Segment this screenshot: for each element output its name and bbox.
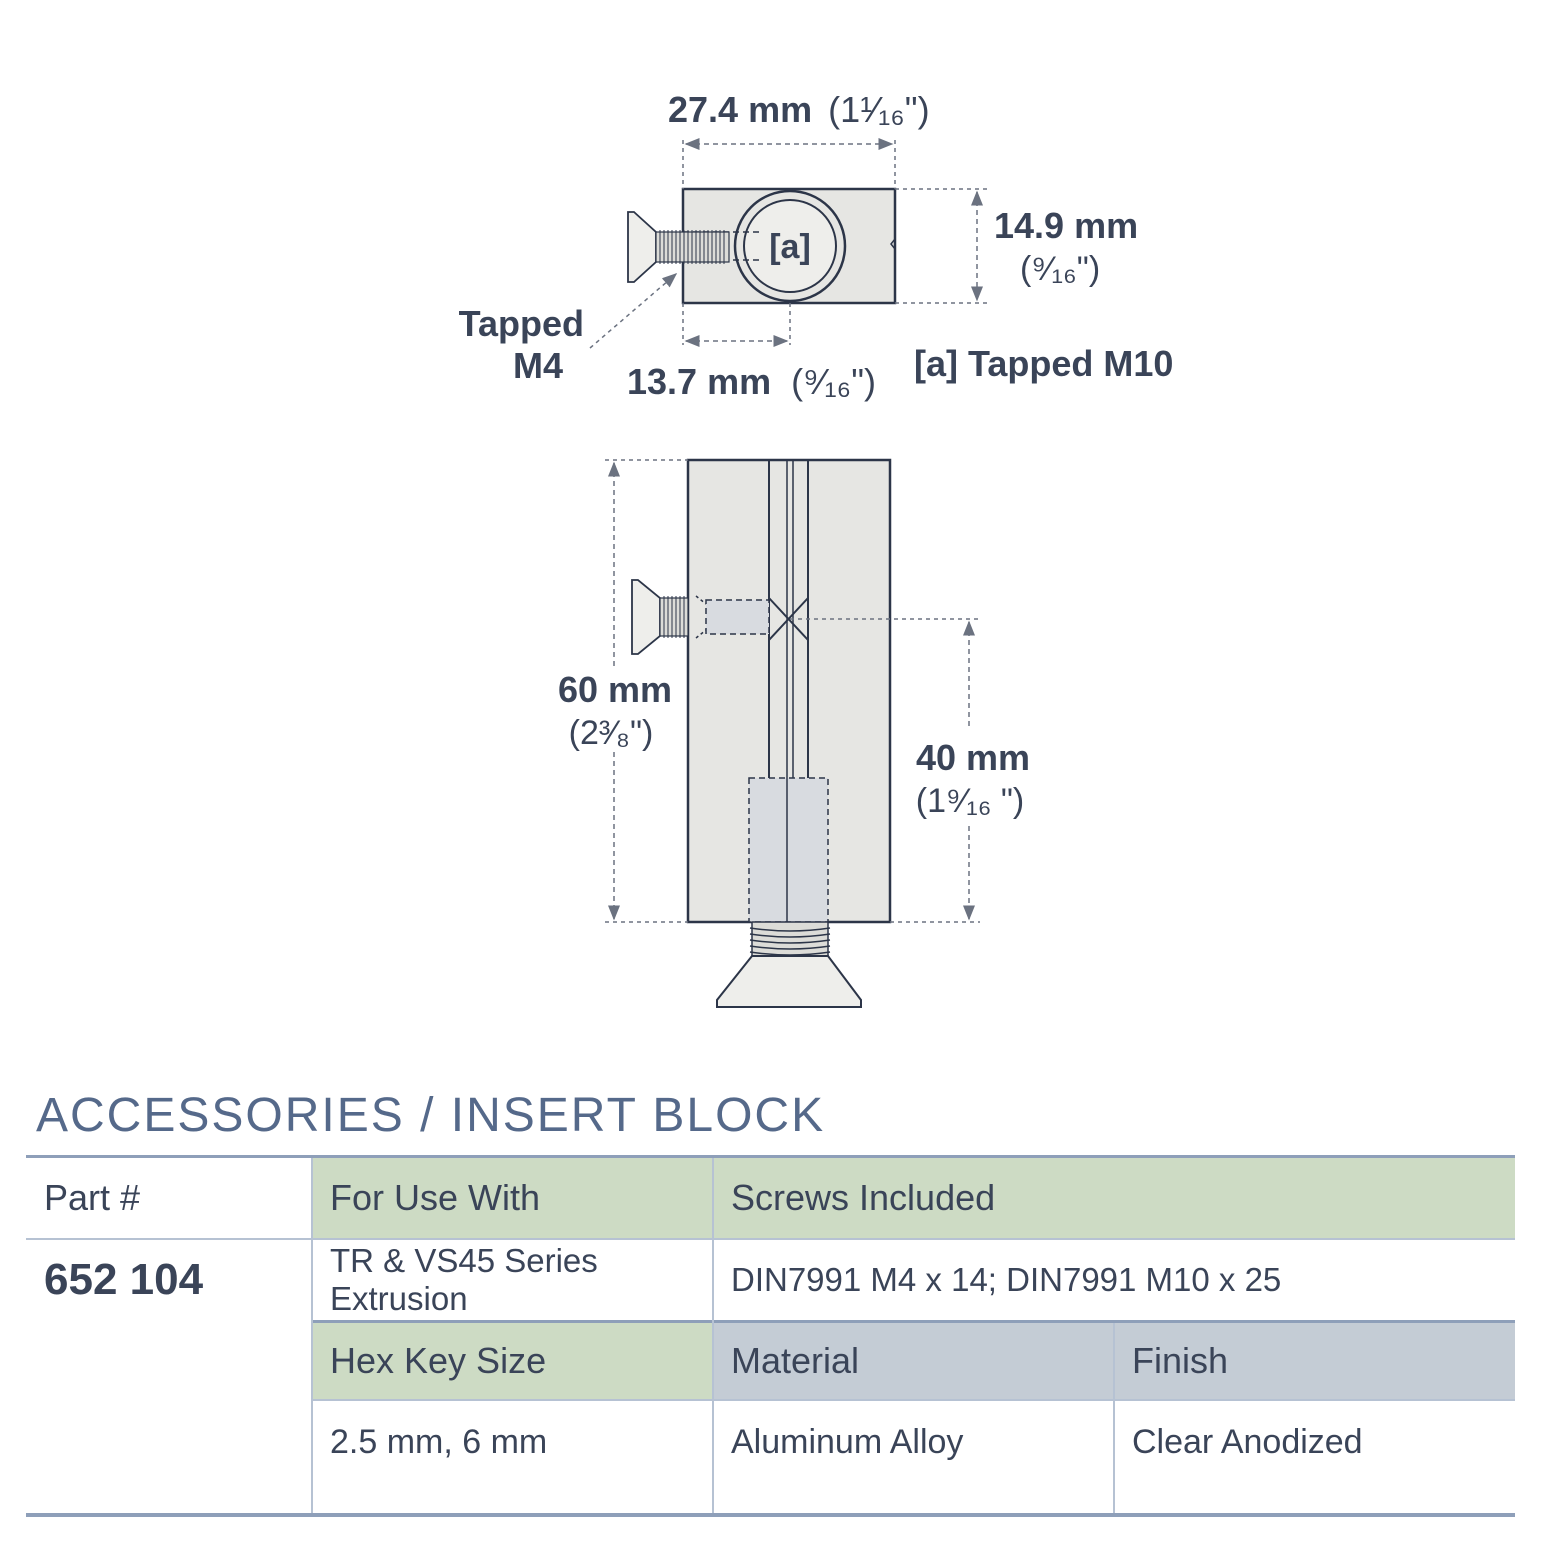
material-header: Material [713, 1323, 1113, 1399]
col-divider [712, 1158, 714, 1513]
insert-block-drawing: [a] 27.4 mm (1¹⁄₁₆") [459, 89, 1174, 1008]
top-view: [a] 27.4 mm (1¹⁄₁₆") [459, 89, 1174, 402]
tapped-m10-note: [a] Tapped M10 [914, 343, 1173, 384]
for-use-with-value: TR & VS45 Series Extrusion [330, 1242, 598, 1317]
side-view: 60 mm (2³⁄₈") 40 mm (1⁹⁄₁₆ ") [558, 458, 1030, 1008]
tapped-m4-label-line1: Tapped [459, 303, 584, 344]
screws-header: Screws Included [713, 1158, 1515, 1238]
screws-value: DIN7991 M4 x 14; DIN7991 M10 x 25 [731, 1261, 1282, 1298]
for-use-with-header: For Use With [312, 1158, 712, 1238]
m4-screw-top [627, 211, 730, 283]
part-number: 652 104 [44, 1255, 204, 1304]
spec-table: Part # For Use With Screws Included 652 … [26, 1155, 1515, 1520]
hole-marker: [a] [769, 228, 811, 266]
col-divider [1113, 1323, 1115, 1513]
hole-depth-fraction: (1⁹⁄₁₆ ") [916, 782, 1025, 820]
row-divider [26, 1238, 1515, 1240]
m10-screw [716, 921, 862, 1008]
finish-header: Finish [1114, 1323, 1515, 1399]
tapped-m4-label-line2: M4 [513, 345, 563, 386]
section-title: ACCESSORIES / INSERT BLOCK [36, 1089, 826, 1142]
length-fraction: (2³⁄₈") [569, 714, 654, 752]
height-fraction: (⁹⁄₁₆") [1020, 250, 1100, 288]
hex-key-header: Hex Key Size [312, 1323, 712, 1399]
part-header: Part # [44, 1177, 141, 1218]
m10-hole-inner [743, 199, 837, 293]
hex-key-value: 2.5 mm, 6 mm [330, 1423, 548, 1461]
material-value: Aluminum Alloy [731, 1423, 964, 1461]
table-top-rule [26, 1155, 1515, 1158]
m4-screw-side [631, 579, 689, 655]
finish-value: Clear Anodized [1132, 1423, 1363, 1461]
height-label: 14.9 mm [994, 205, 1138, 246]
row-divider [312, 1399, 1515, 1401]
col-divider [311, 1158, 313, 1513]
length-label: 60 mm [558, 669, 672, 710]
hole-depth-label: 40 mm [916, 737, 1030, 778]
table-bottom-rule [26, 1513, 1515, 1517]
row-divider [312, 1320, 1515, 1323]
offset-label: 13.7 mm (⁹⁄₁₆") [627, 361, 876, 402]
width-label: 27.4 mm (1¹⁄₁₆") [668, 89, 930, 130]
